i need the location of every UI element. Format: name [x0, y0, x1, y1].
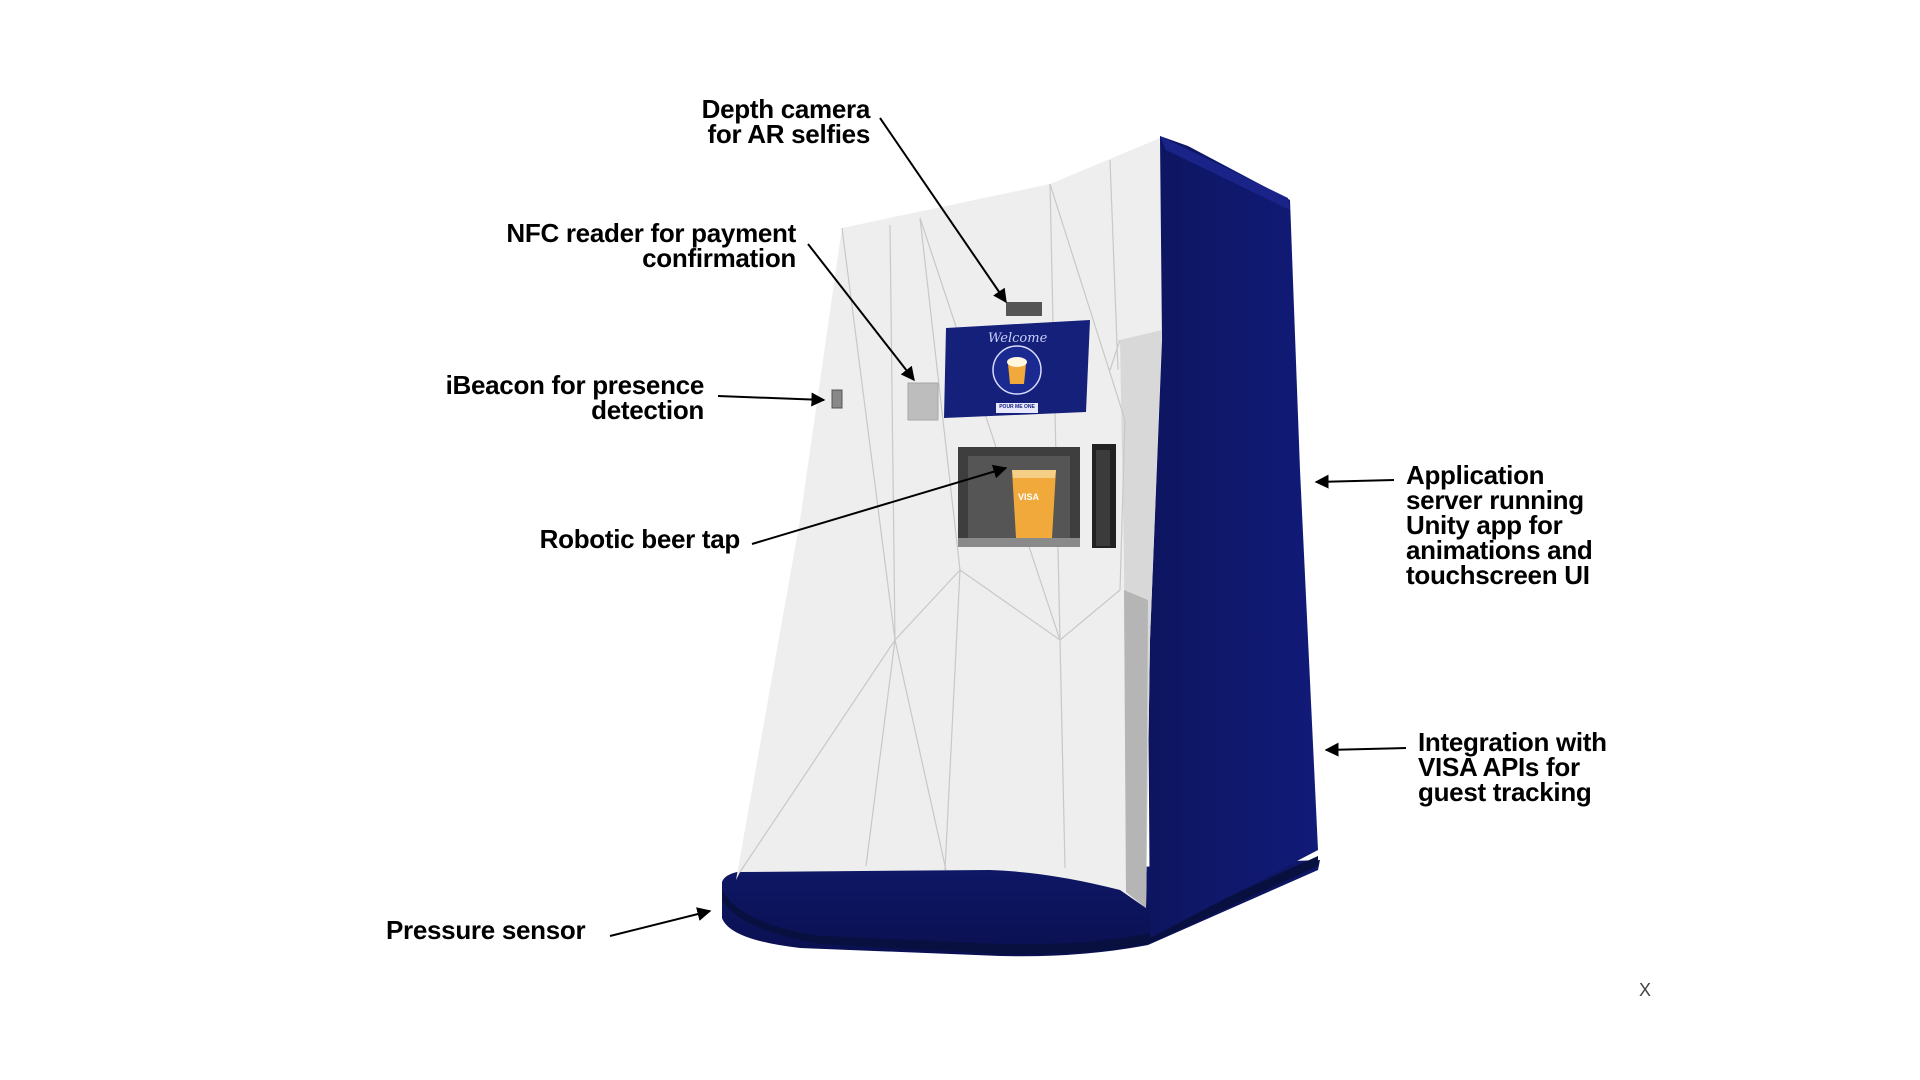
beer-tap-arrow: [751, 464, 1008, 545]
ibeacon-arrow: [717, 392, 826, 407]
app-server-label-line3: Unity app for: [1406, 510, 1563, 540]
nfc-reader-label-line2: confirmation: [642, 243, 796, 273]
visa-apis-label: Integration with VISA APIs for guest tra…: [1418, 727, 1607, 807]
nfc-reader-label-line1: NFC reader for payment: [506, 218, 796, 248]
ibeacon-label-line2: detection: [591, 395, 704, 425]
app-server-label-line4: animations and: [1406, 535, 1593, 565]
kiosk-screen: [944, 320, 1090, 418]
screen-pour-button: POUR ME ONE: [999, 404, 1035, 410]
pressure-sensor-label-line1: Pressure sensor: [386, 915, 586, 945]
app-server-label-line5: touchscreen UI: [1406, 560, 1590, 590]
visa-apis-arrow: [1324, 742, 1407, 757]
app-server-arrow: [1314, 474, 1395, 489]
pressure-sensor-label: Pressure sensor: [386, 915, 586, 945]
depth-camera-device: [1006, 302, 1042, 316]
app-server-label-line2: server running: [1406, 485, 1584, 515]
ibeacon-label: iBeacon for presence detection: [445, 370, 705, 425]
close-button[interactable]: X: [1639, 980, 1652, 1000]
depth-camera-arrow: [879, 117, 1007, 304]
visa-apis-label-line2: VISA APIs for: [1418, 752, 1580, 782]
visa-apis-label-line3: guest tracking: [1418, 777, 1592, 807]
nfc-reader-arrow: [807, 243, 915, 382]
beer-tap-label: Robotic beer tap: [539, 524, 741, 554]
depth-camera-label-line1: Depth camera: [701, 94, 871, 124]
depth-camera-label-line2: for AR selfies: [707, 119, 871, 149]
side-panel: [1148, 136, 1318, 938]
app-server-label: Application server running Unity app for…: [1406, 460, 1593, 590]
nfc-reader-device: [907, 382, 939, 421]
cup-logo-text: VISA: [1018, 492, 1040, 502]
pressure-sensor-arrow: [609, 907, 712, 937]
beer-tap-label-line1: Robotic beer tap: [539, 524, 741, 554]
depth-camera-label: Depth camera for AR selfies: [701, 94, 871, 149]
visa-apis-label-line1: Integration with: [1418, 727, 1607, 757]
nfc-reader-label: NFC reader for payment confirmation: [506, 218, 796, 273]
app-server-label-line1: Application: [1406, 460, 1545, 490]
ibeacon-device: [831, 389, 843, 409]
ibeacon-label-line1: iBeacon for presence: [445, 370, 705, 400]
screen-welcome-text: Welcome: [988, 331, 1048, 346]
